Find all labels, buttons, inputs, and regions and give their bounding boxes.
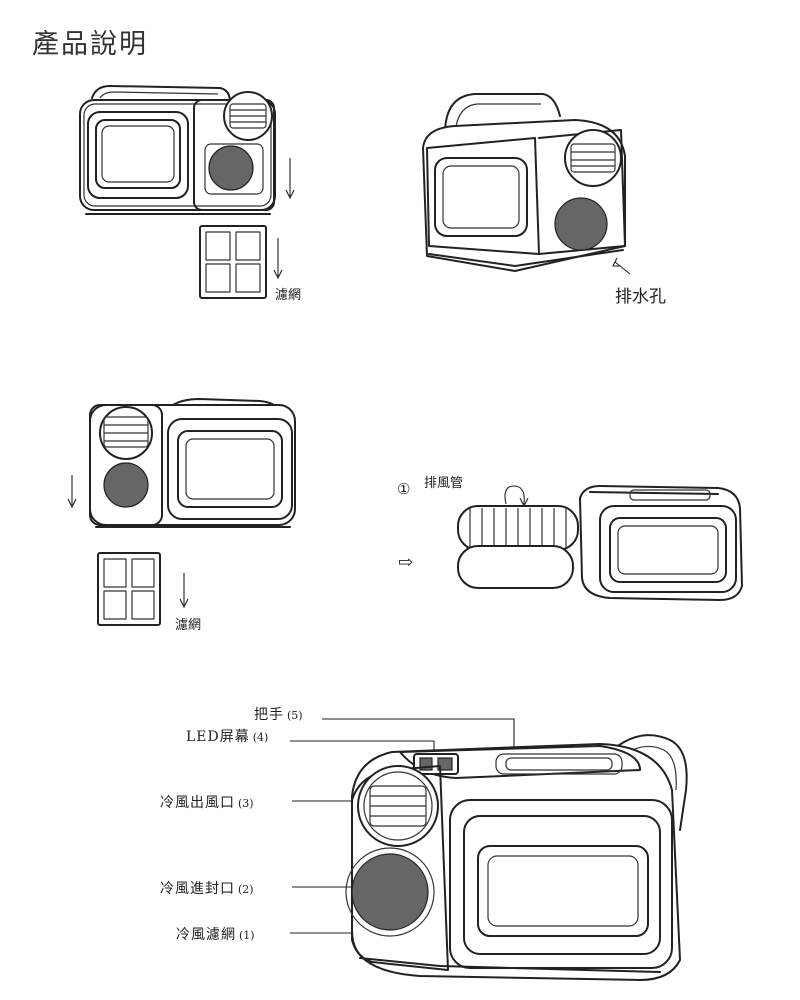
unit-diagram-filter-removal-2: [67, 398, 296, 626]
unit-diagram-exhaust-hose: [457, 485, 743, 601]
exhaust-hose-label: 排風管: [424, 476, 464, 491]
insert-arrow-icon: ⇨: [398, 552, 414, 573]
callout-cold-air-outlet: 冷風出風口(3): [160, 795, 254, 811]
step-marker: ①: [397, 480, 411, 498]
callout-handle: 把手(5): [254, 707, 303, 723]
filter-label-2: 濾網: [175, 618, 202, 633]
callout-cold-air-filter: 冷風濾網(1): [176, 927, 255, 943]
page-title: 產品說明: [32, 29, 148, 60]
callout-led-screen: LED屏幕(4): [186, 729, 269, 745]
callout-cold-air-inlet: 冷風進封口(2): [160, 881, 254, 897]
unit-diagram-drain-view: [422, 93, 631, 275]
drain-hole-label: 排水孔: [615, 287, 666, 307]
unit-diagram-filter-removal-1: [79, 85, 295, 299]
filter-label-1: 濾網: [275, 288, 302, 303]
